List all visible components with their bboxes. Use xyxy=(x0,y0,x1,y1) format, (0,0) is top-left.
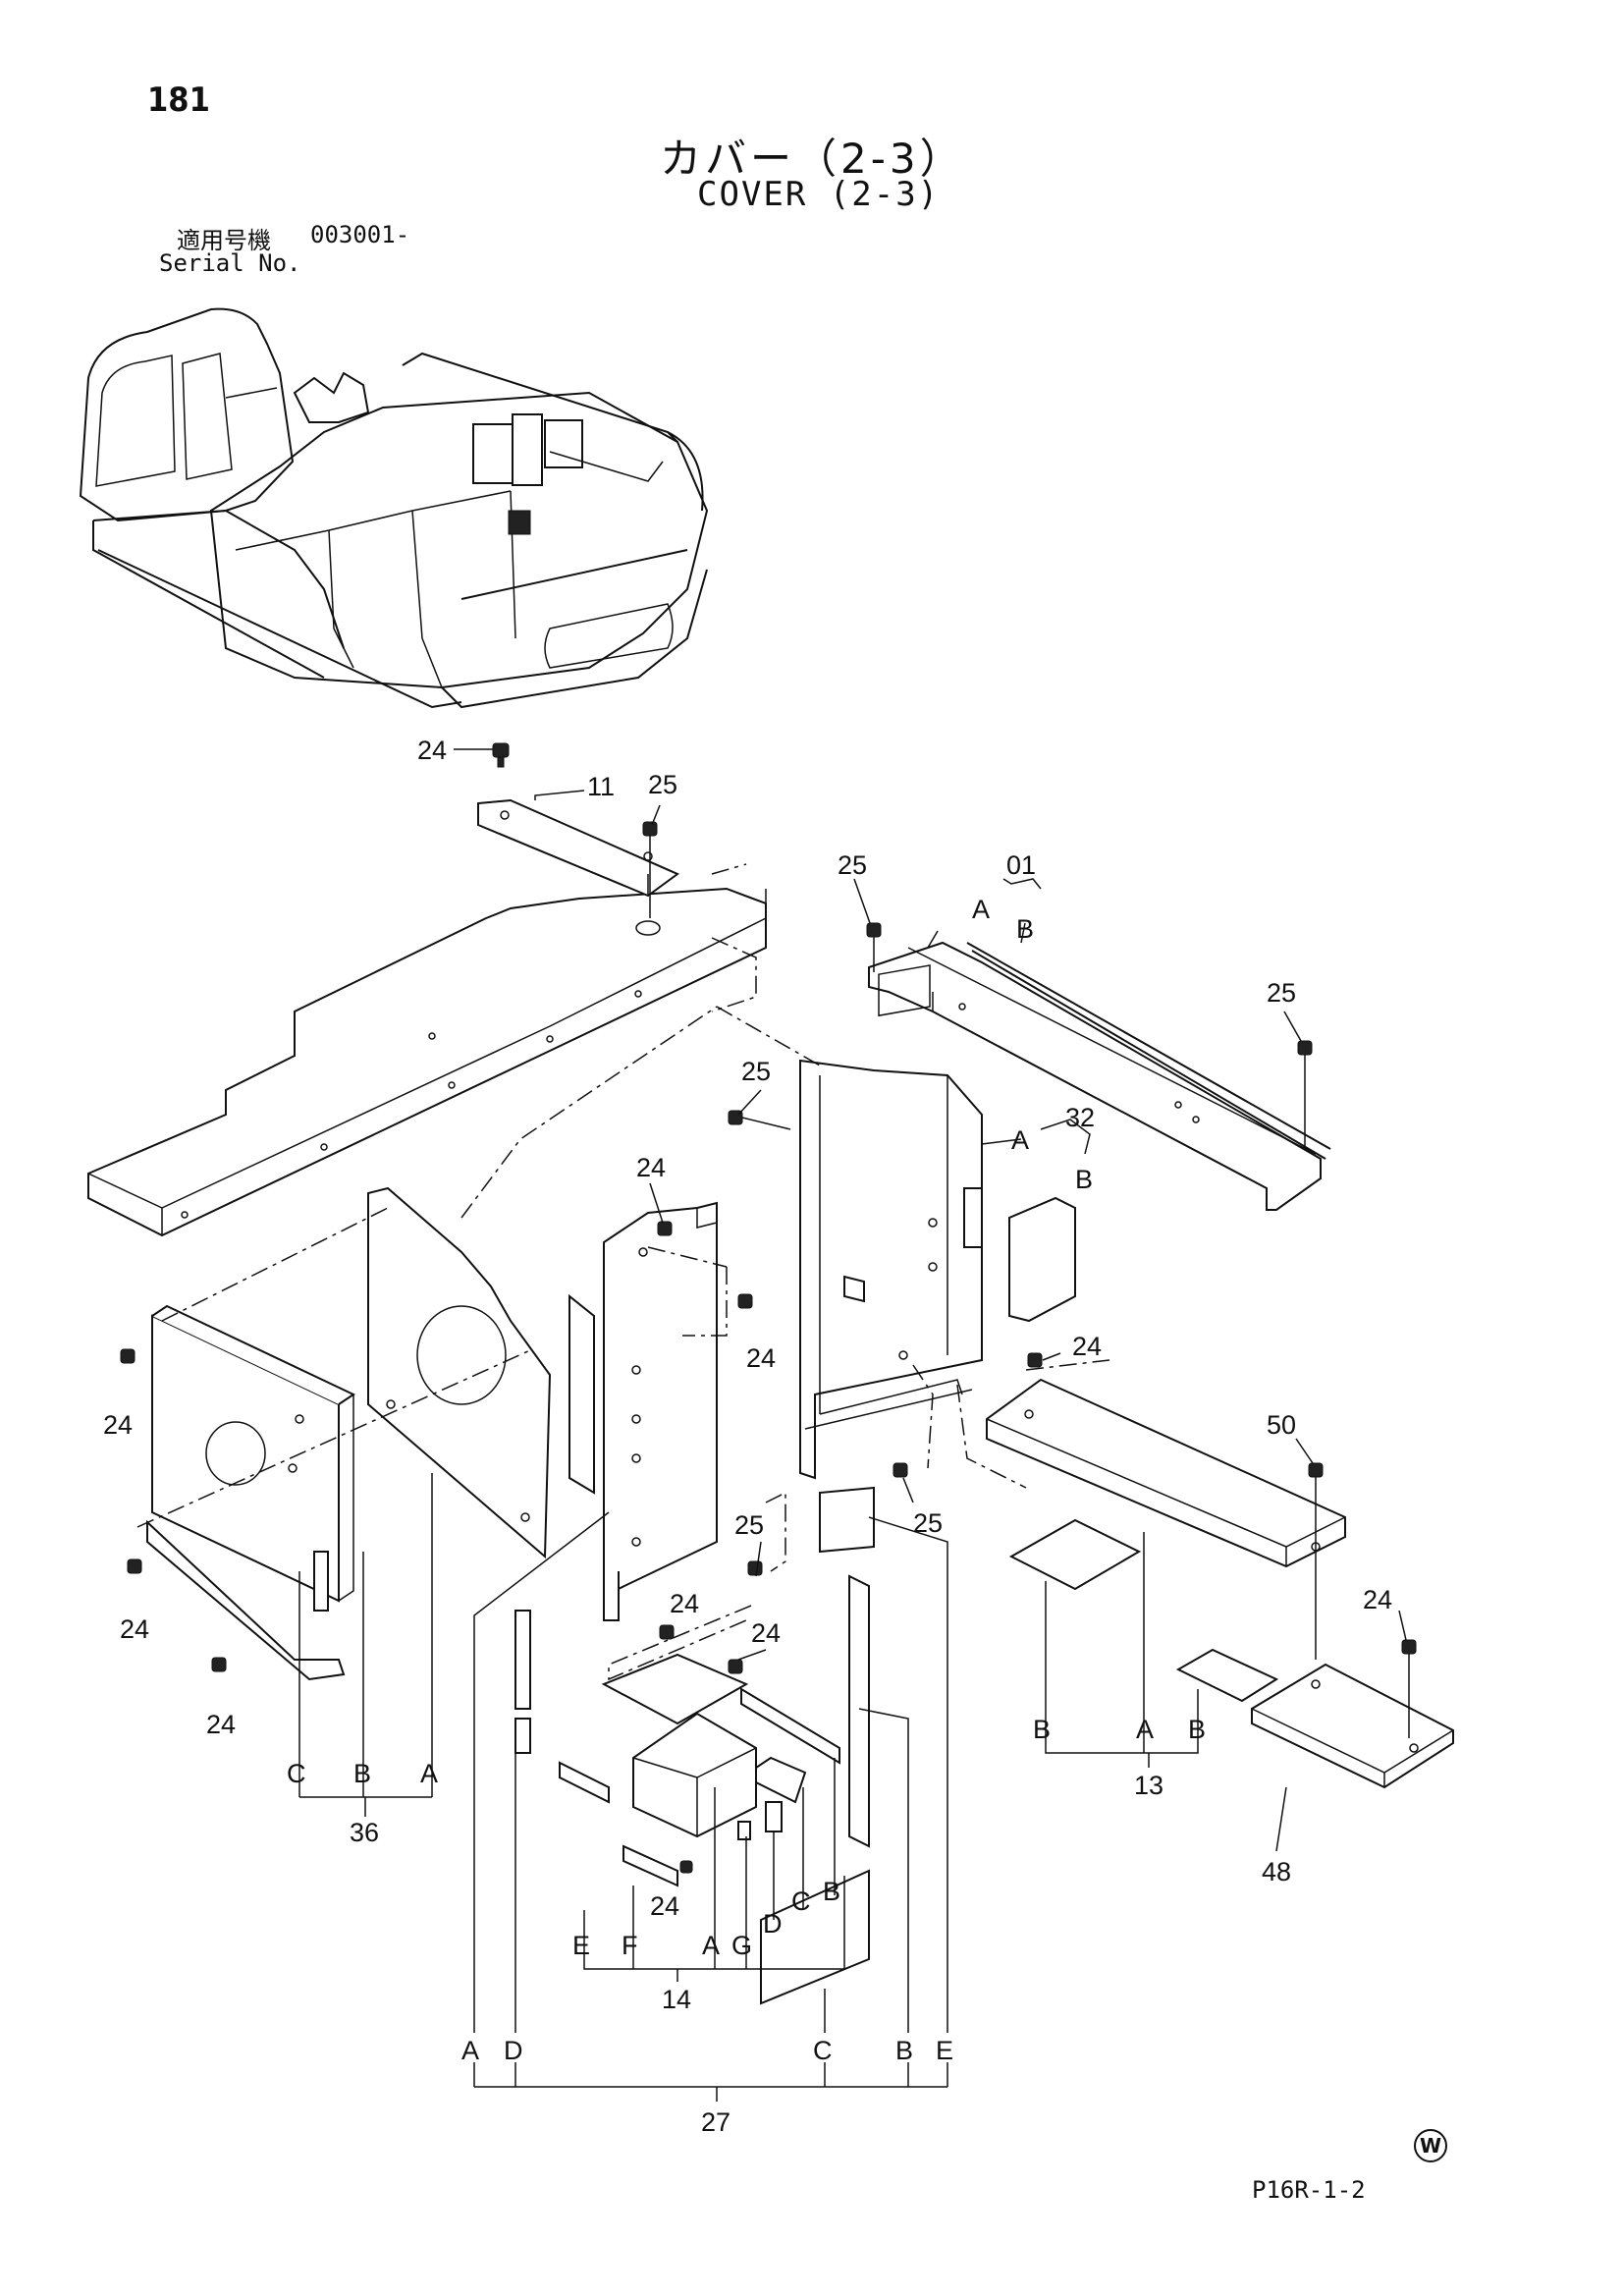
callout-14-c: C xyxy=(791,1886,811,1916)
bolt-25d xyxy=(728,1110,791,1130)
callout-25: 25 xyxy=(734,1510,764,1540)
reference-code: P16R-1-2 xyxy=(1252,2176,1366,2204)
callout-14-d: D xyxy=(763,1909,783,1939)
bolt-25a xyxy=(642,821,658,918)
callout-24: 24 xyxy=(103,1410,133,1440)
callout-11: 11 xyxy=(587,772,615,801)
callout-13-b: B xyxy=(1188,1715,1206,1744)
pad-part-32 xyxy=(1008,1196,1076,1323)
callout-24: 24 xyxy=(1072,1332,1102,1361)
callout-27-e: E xyxy=(936,2036,953,2065)
bracket-part-11 xyxy=(477,798,679,936)
serial-label-japanese: 適用号機 xyxy=(177,227,271,254)
callout-25: 25 xyxy=(838,850,867,880)
insulation-set-part-27 xyxy=(760,1486,875,2005)
callout-labels: 24 11 25 25 01 A B 25 25 24 A 32 B 24 24… xyxy=(103,736,1392,2137)
callout-14-g: G xyxy=(731,1931,752,1960)
callout-24: 24 xyxy=(636,1153,666,1182)
callout-24: 24 xyxy=(1363,1585,1392,1614)
leader-lines xyxy=(298,748,1407,2102)
callout-24: 24 xyxy=(206,1710,236,1739)
callout-36: 36 xyxy=(350,1818,379,1847)
callout-24: 24 xyxy=(751,1618,781,1648)
callout-32-a: A xyxy=(1011,1125,1029,1155)
callout-27-c: C xyxy=(813,2036,833,2065)
callout-32-b: B xyxy=(1075,1165,1093,1194)
bolt-25b xyxy=(866,922,882,972)
small-cover-part-48 xyxy=(1251,1663,1454,1789)
rail-bracket-part-01 xyxy=(868,941,1331,1211)
bolt-24b xyxy=(657,1221,673,1236)
callout-01-b: B xyxy=(1016,914,1034,944)
bolt-24d xyxy=(120,1348,135,1364)
bolt-24i xyxy=(211,1657,227,1672)
page-title-japanese: カバー（2-3） xyxy=(660,135,965,183)
callout-27-b: B xyxy=(895,2036,913,2065)
long-cover-part-50 xyxy=(986,1378,1346,1568)
callout-24: 24 xyxy=(746,1343,776,1373)
bolt-25c xyxy=(1297,1040,1313,1149)
callout-24: 24 xyxy=(417,736,447,765)
bolt-24j xyxy=(1401,1639,1417,1738)
page-title-english: COVER (2-3) xyxy=(697,175,941,214)
callout-14-a: A xyxy=(702,1931,720,1960)
serial-label-english: Serial No. xyxy=(159,249,301,277)
bolt-24a xyxy=(492,742,510,768)
callout-14-e: E xyxy=(572,1931,590,1960)
callout-36-c: C xyxy=(287,1759,306,1788)
callout-27: 27 xyxy=(701,2107,730,2137)
callout-14: 14 xyxy=(662,1985,691,2014)
callout-25: 25 xyxy=(648,770,677,799)
callout-24: 24 xyxy=(650,1891,679,1921)
callout-50: 50 xyxy=(1267,1410,1296,1440)
callout-27-d: D xyxy=(504,2036,523,2065)
callout-13-b: B xyxy=(1033,1715,1051,1744)
pad-set-part-13 xyxy=(1008,1518,1279,1703)
bolt-24f xyxy=(127,1558,142,1574)
callout-32: 32 xyxy=(1065,1103,1095,1132)
bolt-24h xyxy=(728,1659,743,1674)
callout-48: 48 xyxy=(1262,1857,1291,1886)
callout-14-b: B xyxy=(823,1877,840,1906)
bolt-25e xyxy=(893,1462,908,1478)
callout-24: 24 xyxy=(120,1614,149,1644)
callout-25: 25 xyxy=(1267,978,1296,1008)
center-vertical-panel xyxy=(799,964,983,1480)
bracket-set-part-14 xyxy=(514,1610,840,1887)
long-beam-cover xyxy=(87,887,767,1237)
bolt-25f xyxy=(747,1560,763,1576)
callout-01: 01 xyxy=(1006,850,1036,880)
bolt-50 xyxy=(1308,1462,1324,1660)
callout-36-b: B xyxy=(353,1759,371,1788)
bolt-set xyxy=(120,742,1417,1874)
callout-25: 25 xyxy=(741,1057,771,1086)
callout-13: 13 xyxy=(1134,1771,1163,1800)
callout-01-a: A xyxy=(972,895,990,924)
bolt-24e xyxy=(1027,1352,1043,1368)
panel-with-round-hole xyxy=(367,1186,552,1559)
bolt-24g xyxy=(659,1624,675,1640)
bolt-24k xyxy=(679,1860,693,1874)
excavator-overview-illustration xyxy=(79,307,709,709)
serial-number-value: 003001- xyxy=(310,221,410,248)
page-number: 181 xyxy=(147,81,210,120)
plate-assembly-36 xyxy=(146,1304,356,1681)
vertical-strip-panel xyxy=(568,1201,718,1621)
bolt-24c xyxy=(737,1293,753,1309)
callout-13-a: A xyxy=(1136,1715,1154,1744)
callout-27-a: A xyxy=(461,2036,479,2065)
callout-14-f: F xyxy=(622,1931,638,1960)
callout-36-a: A xyxy=(420,1759,438,1788)
assembly-centerlines xyxy=(136,863,1110,1681)
callout-24: 24 xyxy=(670,1589,699,1618)
w-circle-mark: W xyxy=(1414,2129,1447,2162)
callout-25: 25 xyxy=(913,1508,943,1538)
